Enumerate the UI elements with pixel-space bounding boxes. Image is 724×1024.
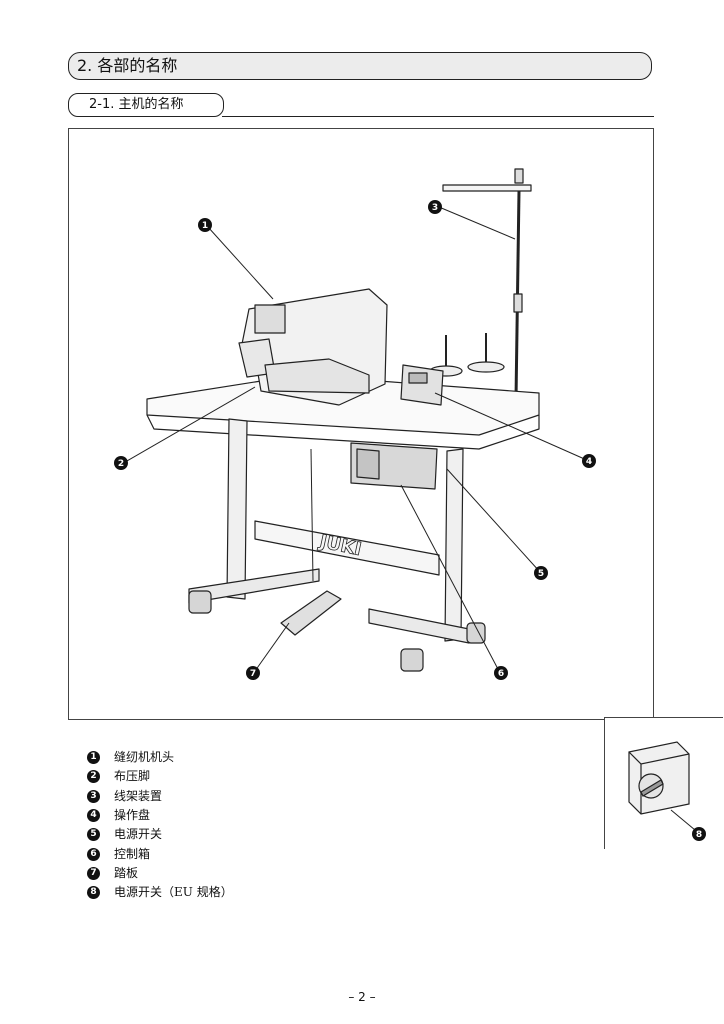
list-item: 2 布压脚: [87, 767, 233, 786]
subsection-title: 2-1. 主机的名称: [68, 93, 224, 117]
subsection-rule: [222, 116, 654, 117]
callout-2: 2: [114, 456, 128, 470]
svg-text:5: 5: [538, 569, 544, 579]
callout-5: 5: [534, 566, 548, 580]
part-label: 操作盘: [114, 808, 151, 823]
number-badge: 8: [87, 886, 100, 900]
callout-3: 3: [428, 200, 442, 214]
eu-switch-drawing: 8: [628, 741, 706, 841]
list-item: 1 缝纫机机头: [87, 748, 233, 767]
number-badge: 6: [87, 847, 100, 861]
part-label: 缝纫机机头: [114, 750, 175, 765]
part-label: 控制箱: [114, 846, 151, 861]
svg-text:1: 1: [202, 221, 208, 231]
list-item: 5 电源开关: [87, 825, 233, 844]
number-badge: 4: [87, 809, 100, 823]
number-badge: 2: [87, 770, 100, 784]
svg-text:4: 4: [586, 457, 592, 467]
svg-text:2: 2: [118, 459, 124, 469]
svg-text:6: 6: [498, 669, 504, 679]
part-label: 电源开关: [114, 827, 163, 842]
number-badge: 7: [87, 866, 100, 880]
svg-text:7: 7: [250, 669, 256, 679]
operation-panel: [400, 364, 444, 406]
list-item: 7 踏板: [87, 864, 233, 883]
page-number: – 2 –: [348, 990, 376, 1004]
part-label: 电源开关（EU 规格）: [114, 885, 233, 900]
callout-6: 6: [494, 666, 508, 680]
list-item: 6 控制箱: [87, 844, 233, 863]
crossbar: [254, 520, 440, 576]
list-item: 8 电源开关（EU 规格）: [87, 883, 233, 902]
table-leg-right: [444, 448, 464, 642]
list-item: 3 线架装置: [87, 787, 233, 806]
svg-text:8: 8: [696, 830, 702, 840]
part-label: 线架装置: [114, 788, 163, 803]
part-label: 踏板: [114, 865, 139, 880]
svg-text:3: 3: [432, 203, 438, 213]
machine-drawing: JUKI 1 2 3 4 5 6 7: [114, 168, 596, 680]
number-badge: 3: [87, 789, 100, 803]
list-item: 4 操作盘: [87, 806, 233, 825]
callout-8: 8: [692, 827, 706, 841]
part-label: 布压脚: [114, 769, 151, 784]
callout-4: 4: [582, 454, 596, 468]
machine-illustration: JUKI 1 2 3 4 5 6 7: [68, 128, 723, 849]
number-badge: 5: [87, 828, 100, 842]
callout-7: 7: [246, 666, 260, 680]
eu-power-switch-inset: 8: [604, 717, 723, 849]
section-title: 2. 各部的名称: [68, 52, 652, 80]
thread-stand-arm: [442, 184, 532, 192]
juki-logo-text: JUKI: [316, 531, 363, 561]
pedal: [280, 590, 342, 636]
table-leg-left: [226, 418, 248, 600]
callout-1: 1: [198, 218, 212, 232]
number-badge: 1: [87, 751, 100, 765]
